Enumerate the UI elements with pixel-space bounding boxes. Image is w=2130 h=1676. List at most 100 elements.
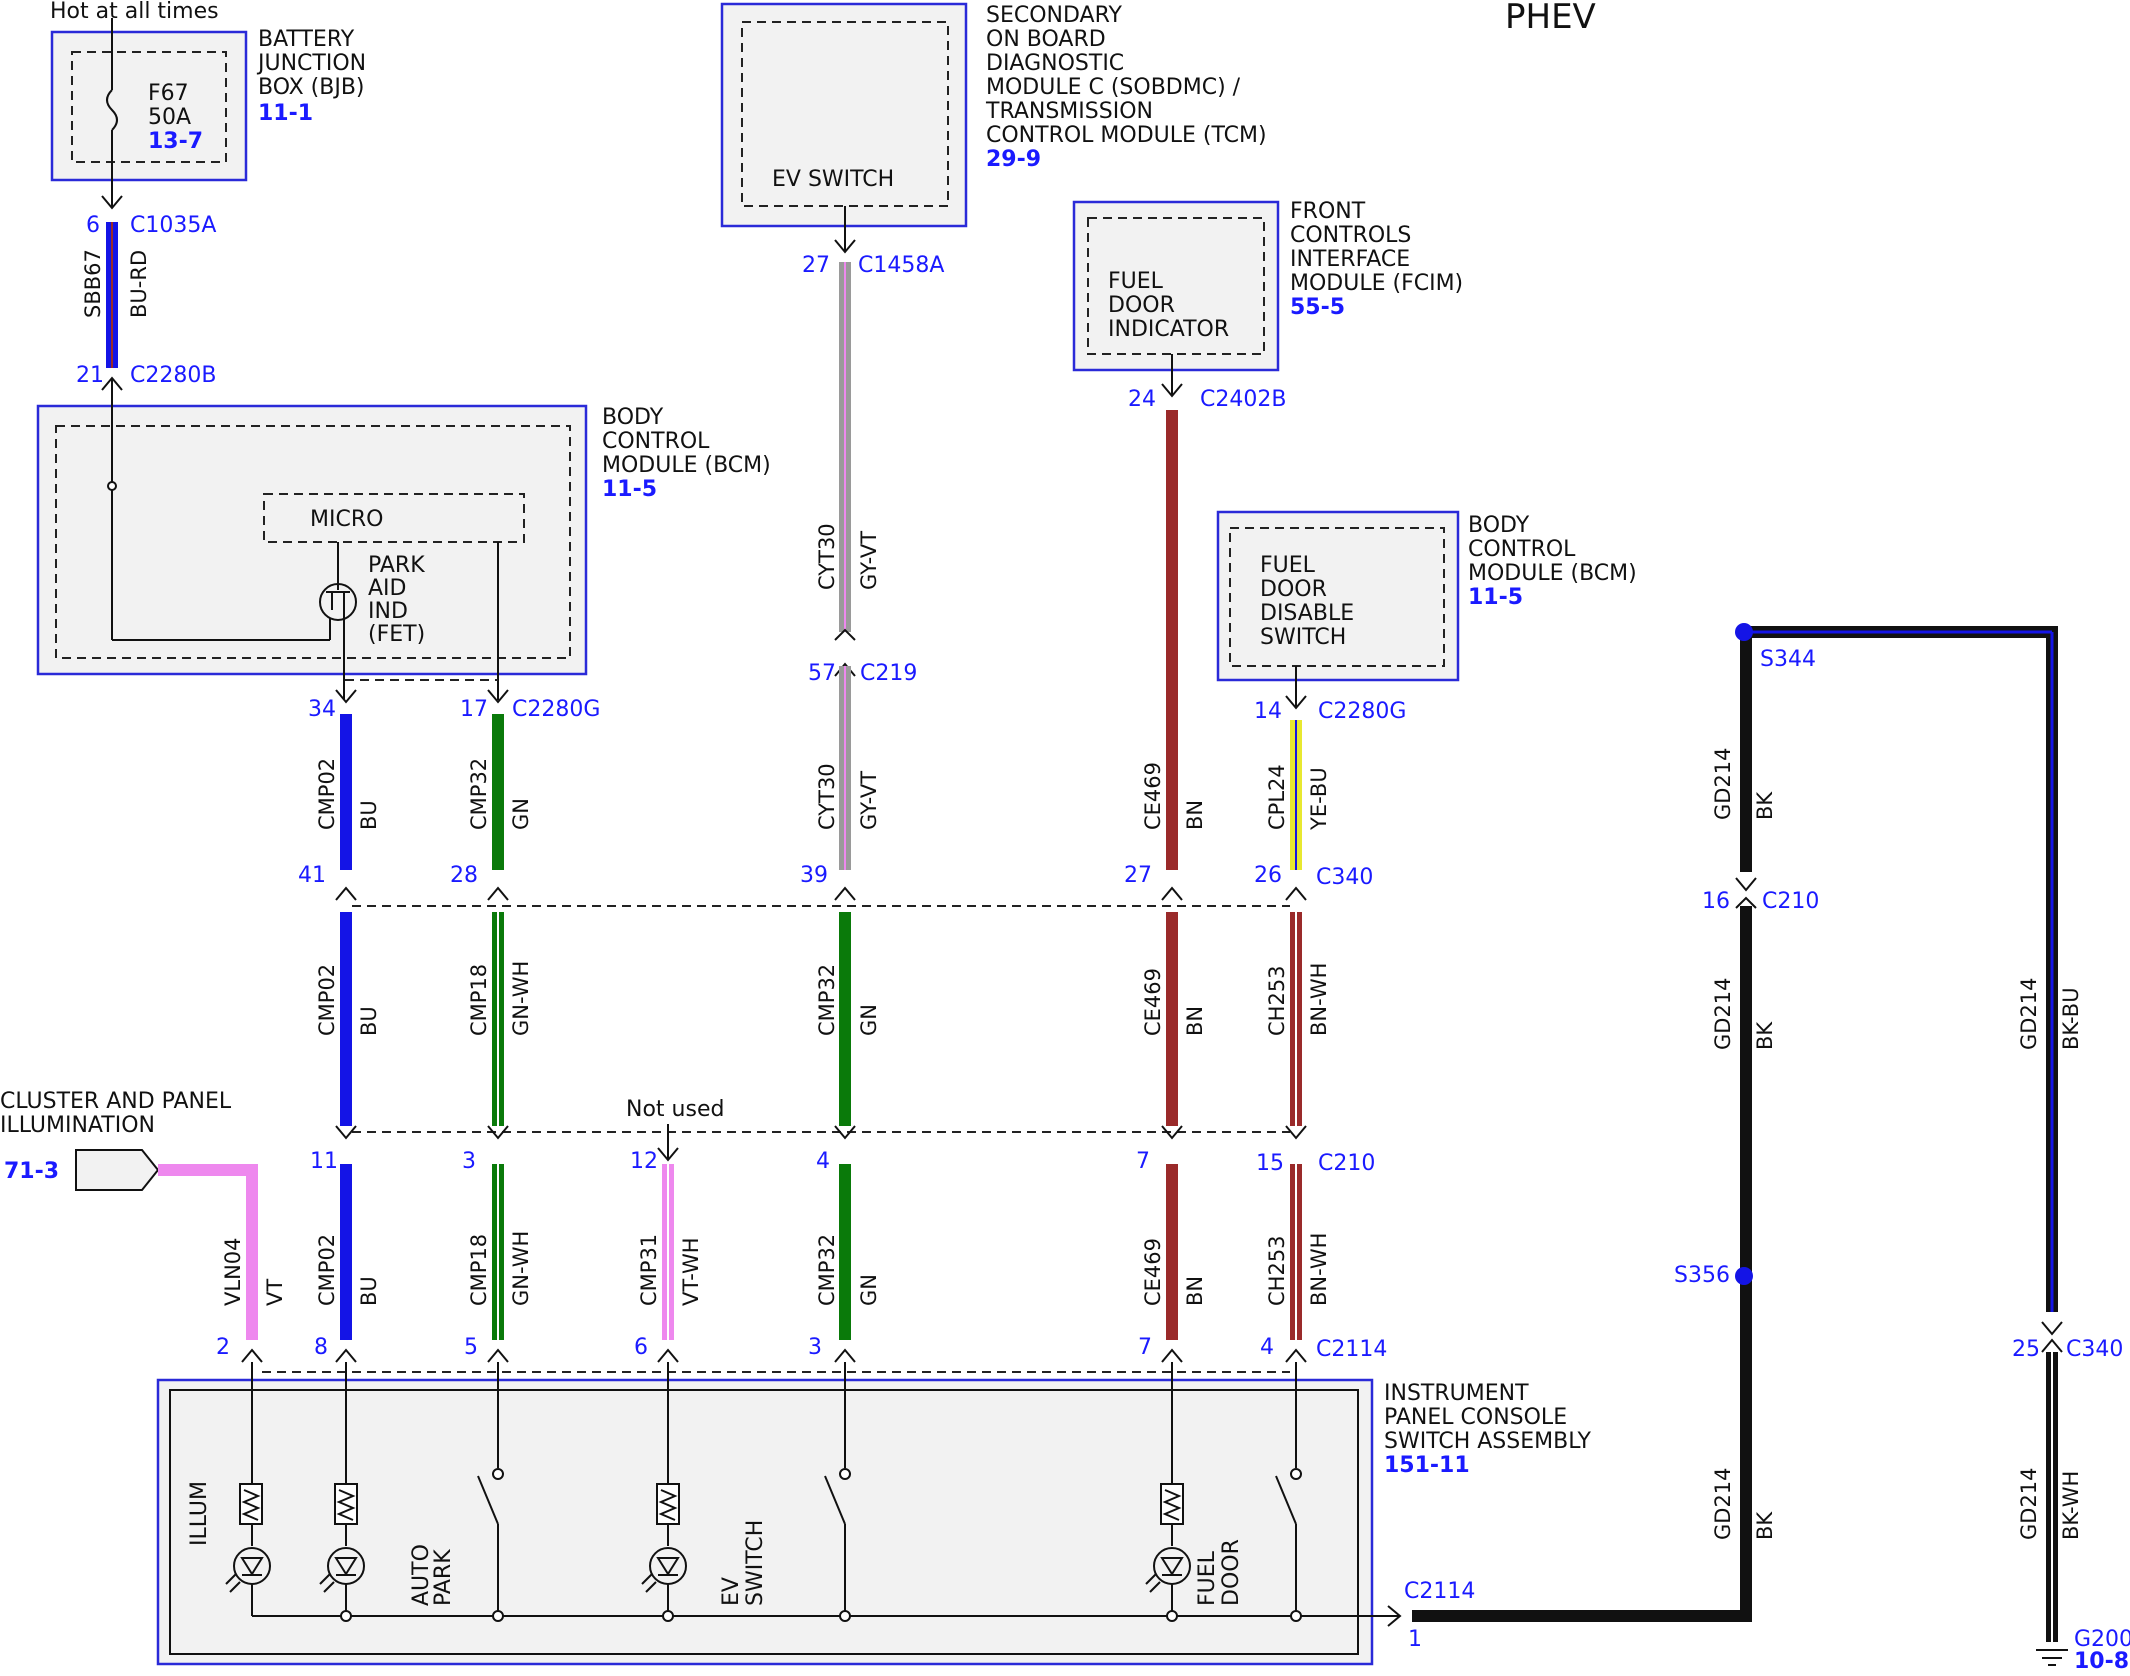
bjb-module — [50, 30, 248, 182]
wire-cyt30-a-circuit: CYT30 — [815, 523, 839, 590]
diagram-title: PHEV — [1505, 0, 1596, 37]
connector-c2280g-left: C2280G — [512, 697, 600, 722]
bcm1-name-3: MODULE (BCM) — [602, 453, 771, 478]
connector-c1458a: C1458A — [858, 253, 944, 278]
hot-at-all-times-note: Hot at all times — [50, 0, 219, 24]
cluster-name-2: ILLUMINATION — [0, 1113, 155, 1138]
wire-cyt30-a-color: GY-VT — [857, 531, 881, 590]
connector-c210: C210 — [1318, 1151, 1375, 1176]
wire-vln04-circuit: VLN04 — [221, 1238, 245, 1307]
pin-a2114: 8 — [314, 1335, 328, 1360]
wire-gd214-e-color: BK-WH — [2059, 1471, 2083, 1540]
wire-cpl24-circuit: CPL24 — [1265, 764, 1289, 830]
ipc-ref: 151-11 — [1384, 1453, 1470, 1478]
bjb-fuse-amps: 50A — [148, 105, 191, 130]
bcm2-inner-2: DOOR — [1260, 577, 1327, 602]
wire-ce469-a-color: BN — [1183, 800, 1207, 830]
bcm-module-2 — [1216, 510, 1460, 682]
wire-gd214-d-circuit: GD214 — [2017, 977, 2041, 1050]
sobdmc-name-5: TRANSMISSION — [985, 99, 1153, 124]
wire-cmp02-c-color: BU — [357, 1276, 381, 1306]
pin-d2114: 7 — [1138, 1335, 1152, 1360]
wire-cmp02-a — [340, 714, 352, 870]
pin-n2114: 6 — [634, 1335, 648, 1360]
bcm2-inner-3: DISABLE — [1260, 601, 1354, 626]
wire-ch253-b-circuit: CH253 — [1265, 1235, 1289, 1306]
pin-b-top: 17 — [460, 697, 488, 722]
connector-c2114-ground: C2114 — [1404, 1579, 1475, 1604]
pin-b210: 3 — [462, 1149, 476, 1174]
wire-cmp32-a-color: GN — [509, 798, 533, 830]
fcim-module — [1072, 200, 1280, 372]
auto-park-led-icon — [319, 1524, 365, 1616]
c1035a-arrow-icon — [101, 195, 123, 210]
wire-ch253-a-color: BN-WH — [1307, 963, 1331, 1036]
wire-ch253-a-circuit: CH253 — [1265, 965, 1289, 1036]
fet-label-4: (FET) — [368, 622, 425, 647]
ipc-name-1: INSTRUMENT — [1384, 1381, 1529, 1406]
connector-c340: C340 — [1316, 865, 1373, 890]
ipc-name-2: PANEL CONSOLE — [1384, 1405, 1567, 1430]
bcm2-inner-1: FUEL — [1260, 553, 1316, 578]
wire-gd214-a-color: BK — [1753, 791, 1777, 820]
fuel-door-switch-icon — [1275, 1468, 1302, 1616]
connector-c2402b: C2402B — [1200, 387, 1286, 412]
bcm1-ref: 11-5 — [602, 477, 657, 502]
wire-cpl24-color: YE-BU — [1307, 767, 1331, 831]
fcim-name-1: FRONT — [1290, 199, 1366, 224]
pin-a-top: 34 — [308, 697, 336, 722]
wire-ce469-c — [1166, 1164, 1178, 1340]
bcm1-name-2: CONTROL — [602, 429, 710, 454]
wire-gd214-e-circuit: GD214 — [2017, 1467, 2041, 1540]
fuel-door-led-icon — [1145, 1524, 1191, 1616]
pin-s340: 25 — [2012, 1337, 2040, 1362]
wire-cmp31-circuit: CMP31 — [637, 1234, 661, 1306]
park-label: PARK — [431, 1549, 456, 1606]
wire-cmp02-a-circuit: CMP02 — [315, 758, 339, 830]
cluster-connector-icon — [75, 1149, 160, 1191]
ground-ref: 10-8 — [2074, 1649, 2129, 1671]
pin-cyt-top: 27 — [802, 253, 830, 278]
pin-s210: 16 — [1702, 889, 1730, 914]
c2114-ground-arrow-icon — [1387, 1605, 1402, 1627]
wire-cmp32-c-color: GN — [857, 1274, 881, 1306]
connector-c210-ground: C210 — [1762, 889, 1819, 914]
bjb-ref: 11-1 — [258, 101, 313, 126]
wire-cmp18-b-circuit: CMP18 — [467, 1234, 491, 1306]
pin-a210: 11 — [310, 1149, 338, 1174]
wire-gd214-bk-bu — [1746, 626, 2058, 1312]
wire-sbb67-circuit: SBB67 — [81, 249, 105, 318]
fcim-name-2: CONTROLS — [1290, 223, 1411, 248]
bcm2-name-3: MODULE (BCM) — [1468, 561, 1637, 586]
sobdmc-ref: 29-9 — [986, 147, 1041, 172]
pin-d210: 7 — [1136, 1149, 1150, 1174]
fcim-inner-1: FUEL — [1108, 269, 1164, 294]
illum-label: ILLUM — [187, 1481, 212, 1546]
door-label: DOOR — [1219, 1539, 1244, 1606]
pin-c340: 39 — [800, 863, 828, 888]
bjb-name-3: BOX (BJB) — [258, 75, 365, 100]
wire-cmp18-a-circuit: CMP18 — [467, 964, 491, 1036]
splice-s344: S344 — [1760, 647, 1816, 672]
cluster-name-1: CLUSTER AND PANEL — [0, 1089, 232, 1114]
pin-cyt-mid: 57 — [808, 661, 836, 686]
splice-s356: S356 — [1674, 1263, 1730, 1288]
fet-label-1: PARK — [368, 553, 425, 578]
pin-cpl-top: 14 — [1254, 699, 1282, 724]
bcm2-ref: 11-5 — [1468, 585, 1523, 610]
fcim-ref: 55-5 — [1290, 295, 1345, 320]
wire-cmp32-c — [839, 1164, 851, 1340]
pin-bjb-out: 6 — [86, 213, 100, 238]
bjb-name-2: JUNCTION — [256, 51, 366, 76]
wire-cmp02-b — [340, 912, 352, 1126]
bjb-name-1: BATTERY — [258, 27, 355, 52]
pin-d340: 27 — [1124, 863, 1152, 888]
connector-c2114: C2114 — [1316, 1337, 1387, 1362]
fuel-label: FUEL — [1195, 1550, 1220, 1606]
wire-cmp02-c — [340, 1164, 352, 1340]
sobdmc-name-3: DIAGNOSTIC — [986, 51, 1124, 76]
pin-c210: 4 — [816, 1149, 830, 1174]
wire-gd214-b-circuit: GD214 — [1711, 977, 1735, 1050]
bcm2-name-2: CONTROL — [1468, 537, 1576, 562]
